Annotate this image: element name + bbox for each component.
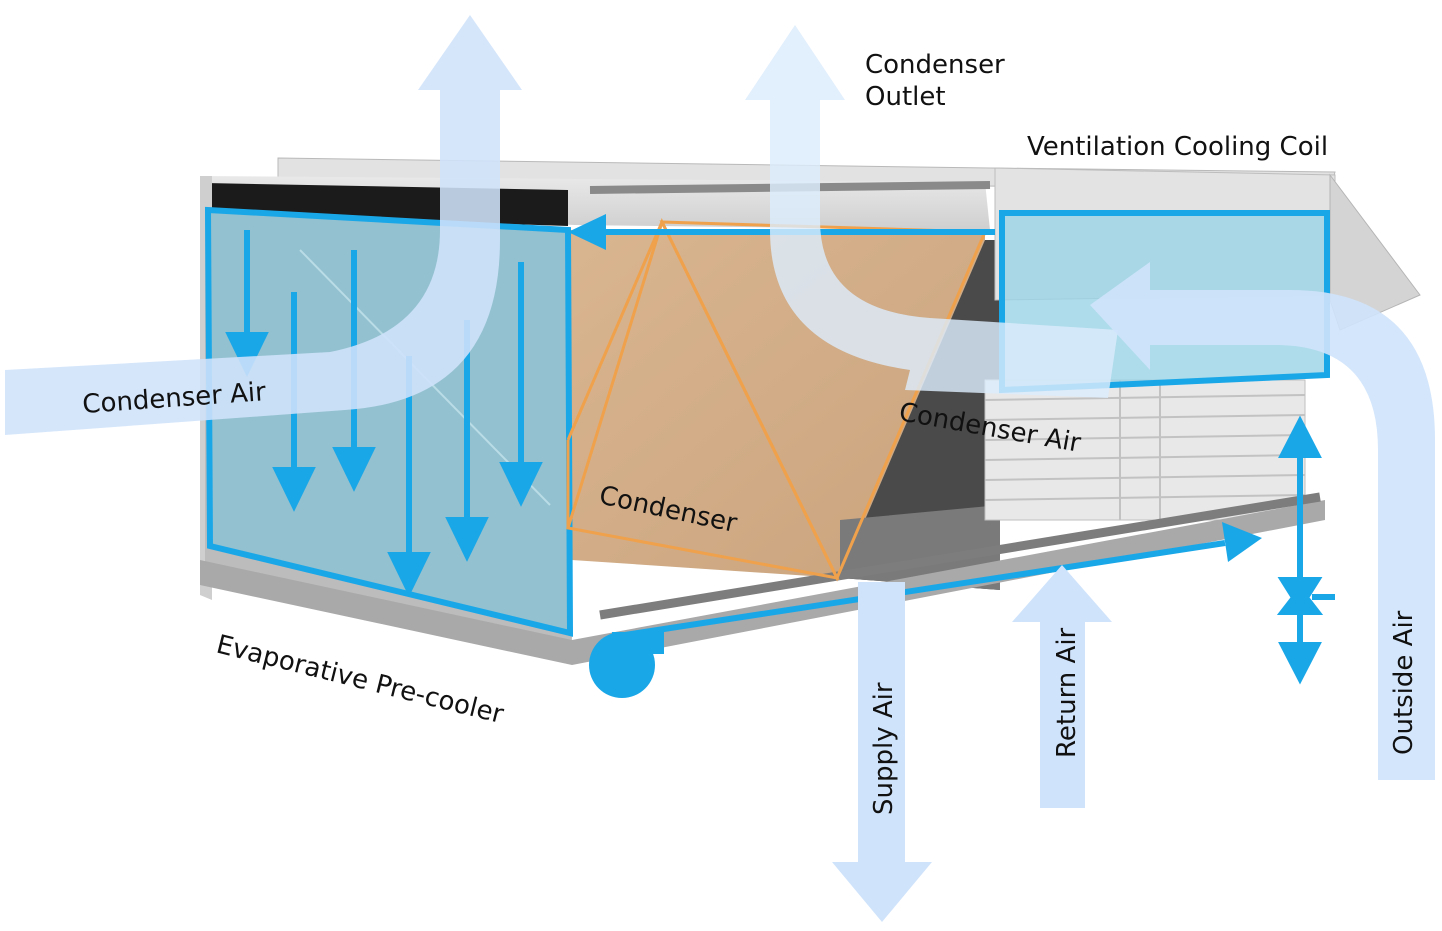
damper-control-arrows: [1276, 415, 1335, 685]
label-evaporative-precooler: Evaporative Pre-cooler: [213, 630, 506, 730]
damper-blades: [984, 380, 1306, 520]
condenser-air-left-flow: [5, 15, 522, 435]
pump-icon: [589, 632, 664, 698]
outside-air-flow: [1090, 262, 1435, 780]
condenser-outlet-flow: [745, 25, 1118, 398]
label-ventilation-cooling-coil: Ventilation Cooling Coil: [1027, 132, 1328, 162]
label-condenser-outlet-2: Outlet: [865, 82, 946, 112]
bottom-pipe: [599, 492, 1321, 620]
label-condenser-outlet-1: Condenser: [865, 50, 1005, 80]
base-rail: [200, 500, 1325, 665]
label-outside-air: Outside Air: [1389, 610, 1419, 755]
return-air-arrow: [1012, 565, 1112, 808]
label-return-air: Return Air: [1052, 627, 1082, 758]
supply-air-arrow: [832, 582, 932, 922]
condenser-outline: [566, 217, 988, 582]
water-supply-line: [624, 522, 1262, 638]
label-supply-air: Supply Air: [869, 682, 899, 815]
